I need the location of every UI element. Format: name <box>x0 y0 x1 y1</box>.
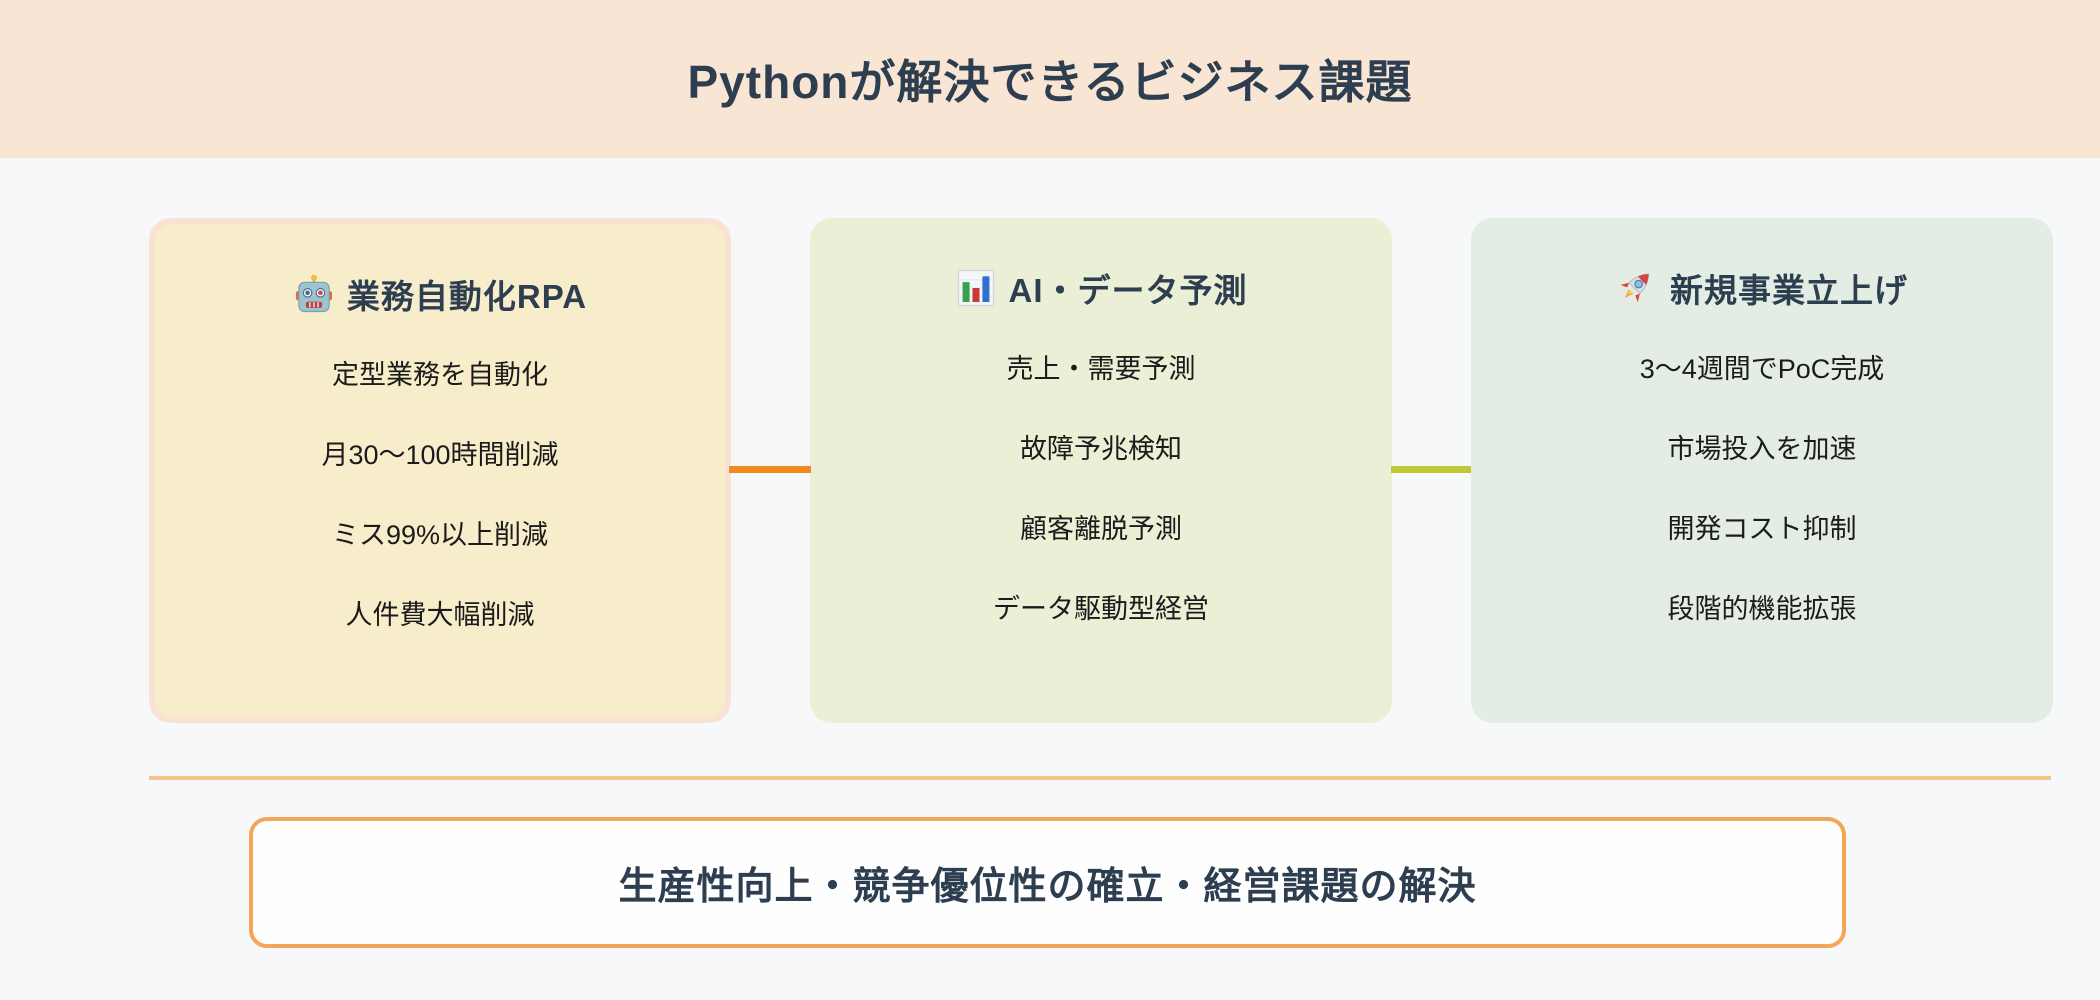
card-items: 売上・需要予測 故障予兆検知 顧客離脱予測 データ駆動型経営 <box>993 350 1209 628</box>
card-items: 定型業務を自動化 月30〜100時間削減 ミス99%以上削減 人件費大幅削減 <box>321 356 558 634</box>
card-title-row: AI・データ予測 <box>955 266 1248 310</box>
cards-row: 業務自動化RPA 定型業務を自動化 月30〜100時間削減 ミス99%以上削減 … <box>149 218 2053 723</box>
page-title: Pythonが解決できるビジネス課題 <box>687 56 1413 108</box>
card-item: 顧客離脱予測 <box>1020 514 1182 544</box>
card-item: 月30〜100時間削減 <box>321 440 559 470</box>
card-item: 故障予兆検知 <box>1020 434 1182 464</box>
header: Pythonが解決できるビジネス課題 <box>0 0 2100 158</box>
summary-banner: 生産性向上・競争優位性の確立・経営課題の解決 <box>249 817 1846 948</box>
card-item: 人件費大幅削減 <box>345 600 535 630</box>
section-divider <box>149 776 2051 780</box>
card-item: 開発コスト抑制 <box>1667 514 1857 544</box>
card-title: 業務自動化RPA <box>346 278 588 315</box>
card-new-business-launch: 新規事業立上げ 3〜4週間でPoC完成 市場投入を加速 開発コスト抑制 段階的機… <box>1471 218 2053 723</box>
rocket-icon <box>1616 267 1658 309</box>
robot-icon <box>293 273 335 315</box>
card-title: AI・データ予測 <box>1008 272 1248 309</box>
card-item: 売上・需要予測 <box>1006 354 1196 384</box>
card-item: 3〜4週間でPoC完成 <box>1639 354 1885 384</box>
summary-text: 生産性向上・競争優位性の確立・経営課題の解決 <box>618 866 1477 908</box>
bar-chart-icon <box>955 267 997 309</box>
card-items: 3〜4週間でPoC完成 市場投入を加速 開発コスト抑制 段階的機能拡張 <box>1640 350 1885 628</box>
card-item: データ駆動型経営 <box>993 594 1209 624</box>
card-title-row: 新規事業立上げ <box>1616 266 1908 310</box>
card-item: 市場投入を加速 <box>1667 434 1857 464</box>
card-item: ミス99%以上削減 <box>331 520 549 550</box>
connector-line-1 <box>729 466 811 473</box>
card-business-automation-rpa: 業務自動化RPA 定型業務を自動化 月30〜100時間削減 ミス99%以上削減 … <box>149 218 731 723</box>
card-title-row: 業務自動化RPA <box>293 272 587 316</box>
card-ai-data-prediction: AI・データ予測 売上・需要予測 故障予兆検知 顧客離脱予測 データ駆動型経営 <box>810 218 1392 723</box>
connector-line-2 <box>1391 466 1471 473</box>
card-title: 新規事業立上げ <box>1670 272 1908 309</box>
card-item: 段階的機能拡張 <box>1667 594 1857 624</box>
card-item: 定型業務を自動化 <box>332 360 548 390</box>
